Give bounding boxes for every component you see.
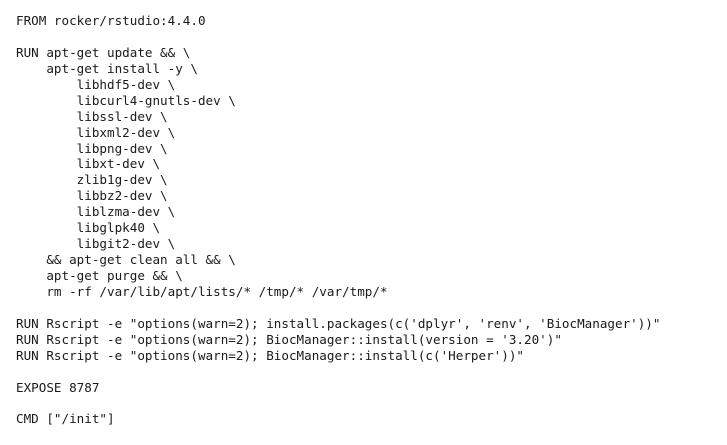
code-line: libglpk40 \: [16, 220, 161, 236]
code-line: RUN Rscript -e "options(warn=2); BiocMan…: [16, 331, 562, 347]
code-line: apt-get install -y \: [16, 60, 198, 76]
code-line: FROM rocker/rstudio:4.4.0: [16, 13, 206, 28]
code-line: RUN Rscript -e "options(warn=2); BiocMan…: [16, 347, 524, 363]
code-line: [16, 29, 660, 45]
code-line: liblzma-dev \: [16, 204, 176, 220]
code-line: [16, 396, 660, 412]
code-line: RUN Rscript -e "options(warn=2); install…: [16, 315, 661, 331]
code-line: libssl-dev \: [16, 108, 168, 124]
code-line: libhdf5-dev \: [16, 76, 176, 92]
code-line: libpng-dev \: [16, 140, 168, 156]
code-line: RUN apt-get update && \: [16, 44, 191, 60]
code-line: [16, 364, 660, 380]
code-line: apt-get purge && \: [16, 268, 183, 283]
code-line: [16, 300, 660, 316]
code-line: EXPOSE 8787: [16, 379, 100, 395]
code-line: libcurl4-gnutls-dev \: [16, 92, 236, 108]
code-line: libxt-dev \: [16, 156, 161, 172]
code-line: libgit2-dev \: [16, 236, 176, 252]
code-line: CMD ["/init"]: [16, 411, 115, 427]
code-line: && apt-get clean all && \: [16, 252, 236, 268]
code-line: libbz2-dev \: [16, 188, 168, 204]
code-line: libxml2-dev \: [16, 124, 176, 140]
code-line: zlib1g-dev \: [16, 172, 168, 188]
code-line: rm -rf /var/lib/apt/lists/* /tmp/* /var/…: [16, 283, 388, 299]
